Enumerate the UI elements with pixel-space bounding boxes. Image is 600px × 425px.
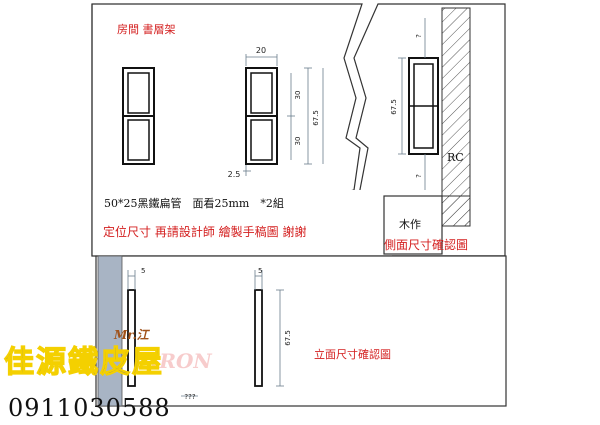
dim-side-height: 67.5: [390, 99, 398, 115]
dim-width-top: 20: [256, 46, 266, 55]
dim-top-gap-1: ?: [415, 34, 423, 38]
side-view-title: 側面尺寸確認圖: [384, 237, 468, 252]
dim-total-height: 67.5: [312, 110, 320, 126]
side-section-panel: [408, 57, 439, 155]
dim-elev-width: 5: [258, 267, 262, 275]
dim-offset: 2.5: [228, 170, 241, 179]
upper-sheet-base: [92, 190, 392, 256]
logo-brand-name: 佳源鐵皮屋: [4, 345, 164, 380]
elev-bar-left: [127, 289, 136, 387]
dim-lines-elev: [127, 270, 284, 397]
rc-label: RC: [447, 151, 464, 164]
spec-line: 50*25黑鐵扁管 面看25mm *2組: [104, 196, 284, 210]
elevation-title: 立面尺寸確認圖: [314, 347, 391, 361]
dim-section-a: 30: [294, 91, 302, 100]
logo-watermark: IRON: [149, 349, 212, 373]
phone-number: 0911030588: [8, 394, 171, 422]
note-line: 定位尺寸 再請設計師 繪製手稿圖 謝謝: [103, 224, 306, 239]
dim-top-gap-2: ?: [415, 174, 423, 178]
panel-dimensioned: [245, 67, 278, 165]
dim-elev-height: 67.5: [284, 330, 292, 346]
side-wall: [97, 255, 123, 407]
signature-text: Mr.江: [113, 328, 151, 342]
panel-plain: [122, 67, 155, 165]
rc-wall: [441, 7, 471, 227]
dim-section-b: 30: [294, 137, 302, 146]
dim-bottom-gap: ???: [184, 393, 195, 401]
drawing-title: 房間 書層架: [117, 22, 176, 36]
woodwork-label: 木作: [399, 218, 421, 231]
dim-elev-width-left: 5: [141, 267, 145, 275]
lower-sheet: [95, 255, 507, 407]
dim-lines-panel: [243, 54, 324, 176]
woodwork-box: [383, 195, 443, 255]
elev-bar-center: [254, 289, 263, 387]
dim-lines-side: [398, 18, 426, 190]
